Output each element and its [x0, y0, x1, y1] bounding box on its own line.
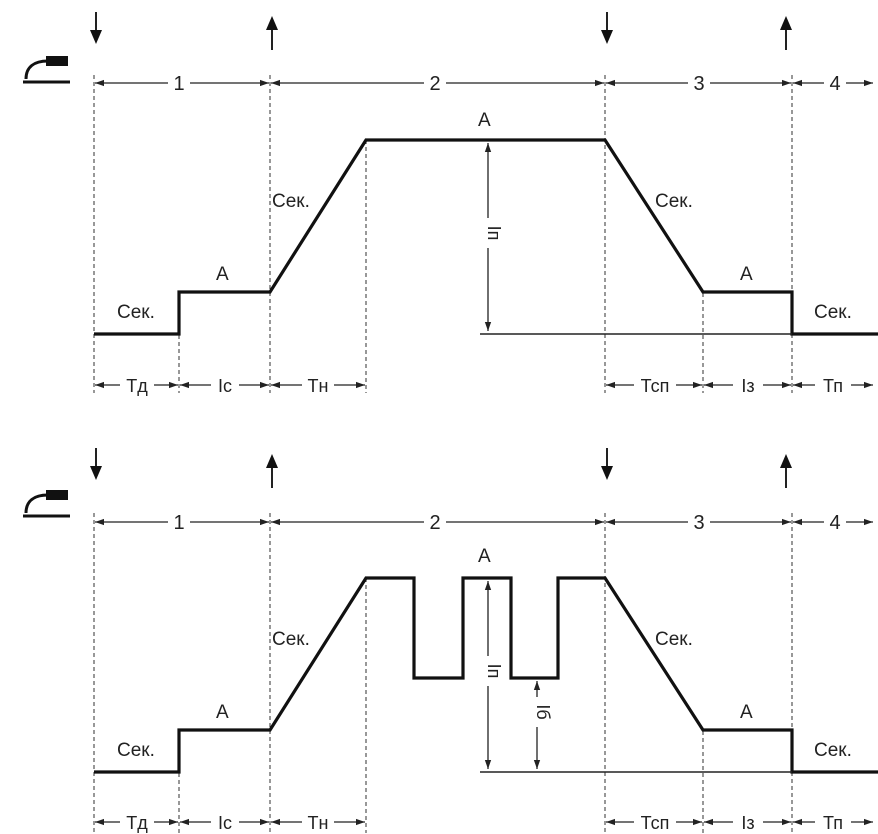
- press-arrow-icon: [601, 12, 613, 44]
- phase-3-label: 3: [693, 512, 704, 534]
- release-arrow-icon: [266, 454, 278, 488]
- pulsed-waveform-line: [94, 576, 878, 774]
- pre-gas-label: Тд: [126, 813, 148, 833]
- post-gas-label: Тп: [823, 813, 843, 833]
- torch-icon: [23, 490, 70, 518]
- current-label: A: [216, 264, 229, 285]
- start-current-label: Іс: [218, 813, 232, 833]
- phase-4-label: 4: [829, 73, 840, 95]
- torch-icon: [23, 56, 70, 84]
- phase-2-label: 2: [429, 512, 440, 534]
- press-arrow-icon: [90, 12, 102, 44]
- current-label: A: [740, 702, 753, 723]
- slope-down-label: Тсп: [641, 813, 670, 833]
- slope-up-label: Тн: [308, 813, 329, 833]
- release-arrow-icon: [266, 16, 278, 50]
- slope-up-label: Тн: [308, 376, 329, 396]
- gas-label: Сек.: [814, 302, 852, 323]
- diagram-bottom: 1 2 3 4 Іп Іб Сек. A Сек. A Сек. A Сек.: [23, 448, 878, 833]
- main-current-label: Іп: [484, 664, 504, 679]
- gas-label: Сек.: [655, 191, 693, 212]
- press-arrow-icon: [90, 448, 102, 480]
- gas-label: Сек.: [655, 629, 693, 650]
- phase-4-label: 4: [829, 512, 840, 534]
- base-current-label: Іб: [533, 704, 553, 719]
- end-current-label: Із: [741, 376, 754, 396]
- phase-2-label: 2: [429, 73, 440, 95]
- current-label: A: [478, 546, 491, 567]
- gas-label: Сек.: [272, 629, 310, 650]
- gas-label: Сек.: [272, 191, 310, 212]
- start-current-label: Іс: [218, 376, 232, 396]
- phase-3-label: 3: [693, 73, 704, 95]
- current-label: A: [740, 264, 753, 285]
- release-arrow-icon: [780, 454, 792, 488]
- current-label: A: [478, 110, 491, 131]
- current-label: A: [216, 702, 229, 723]
- gas-label: Сек.: [814, 740, 852, 761]
- release-arrow-icon: [780, 16, 792, 50]
- gas-label: Сек.: [117, 302, 155, 323]
- gas-label: Сек.: [117, 740, 155, 761]
- post-gas-label: Тп: [823, 376, 843, 396]
- phase-1-label: 1: [173, 73, 184, 95]
- diagram-top: 1 2 3 4 Іп Сек. A Сек. A Сек. A Сек. Тд: [23, 12, 878, 396]
- slope-down-label: Тсп: [641, 376, 670, 396]
- phase-1-label: 1: [173, 512, 184, 534]
- main-current-label: Іп: [484, 226, 504, 241]
- waveform-line: [94, 138, 878, 336]
- end-current-label: Із: [741, 813, 754, 833]
- press-arrow-icon: [601, 448, 613, 480]
- pre-gas-label: Тд: [126, 376, 148, 396]
